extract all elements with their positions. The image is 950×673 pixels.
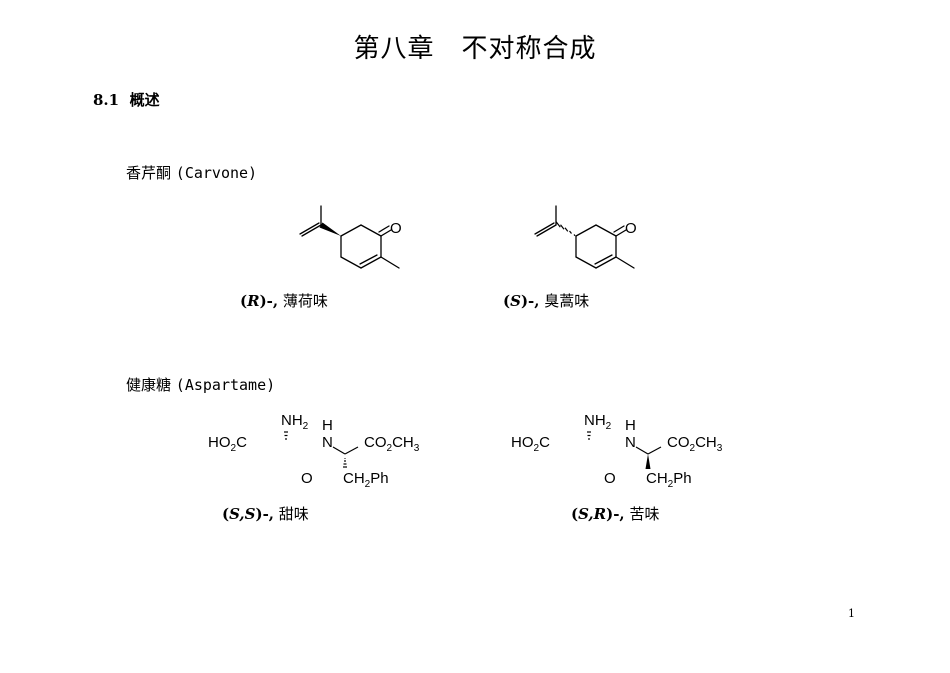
carvone-oxygen-label: O	[625, 220, 637, 237]
page-number: 1	[848, 607, 855, 620]
caption-paren-close: )-,	[520, 292, 540, 310]
caption-paren-open: (	[240, 292, 248, 310]
aspartame-name-cn: 健康糖	[126, 376, 172, 394]
svg-text:NH2: NH2	[584, 412, 612, 432]
svg-text:HO2C: HO2C	[208, 434, 247, 454]
svg-text:H: H	[322, 417, 333, 434]
svg-text:HO2C: HO2C	[511, 434, 550, 454]
caption-config-sr: S,R	[578, 505, 607, 523]
section-title: 概述	[129, 91, 160, 109]
r-carvone-structure: O	[299, 205, 402, 269]
s-carvone-caption: (S)-, 臭蒿味	[503, 290, 589, 311]
svg-text:CO2CH3: CO2CH3	[667, 434, 723, 454]
svg-text:N: N	[322, 434, 333, 451]
ss-aspartame-taste: 甜味	[278, 505, 309, 523]
svg-text:N: N	[625, 434, 636, 451]
carvone-name-cn: 香芹酮	[126, 164, 172, 182]
caption-paren-open: (	[222, 505, 230, 523]
r-carvone-taste: 薄荷味	[282, 292, 328, 310]
svg-text:H: H	[625, 417, 636, 434]
section-heading: 8.1 概述	[93, 89, 160, 110]
caption-paren-close: )-,	[259, 292, 279, 310]
section-number: 8.1	[93, 91, 120, 109]
s-carvone-taste: 臭蒿味	[544, 292, 590, 310]
ss-aspartame-caption: (S,S)-, 甜味	[222, 503, 309, 524]
caption-paren-open: (	[503, 292, 511, 310]
s-carvone-structure: O	[534, 205, 637, 269]
carvone-oxygen-label: O	[390, 220, 402, 237]
aspartame-heading: 健康糖 (Aspartame)	[126, 374, 275, 395]
aspartame-name-en: (Aspartame)	[175, 376, 276, 394]
caption-paren-close: )-,	[255, 505, 275, 523]
svg-text:NH2: NH2	[281, 412, 309, 432]
caption-paren-open: (	[571, 505, 579, 523]
caption-paren-close: )-,	[606, 505, 625, 523]
svg-text:CH2Ph: CH2Ph	[343, 470, 389, 490]
carvone-heading: 香芹酮 (Carvone)	[126, 162, 257, 183]
caption-config-s: S	[510, 292, 521, 310]
sr-aspartame-taste: 苦味	[629, 505, 660, 523]
sr-aspartame-caption: (S,R)-, 苦味	[571, 503, 659, 524]
r-carvone-caption: (R)-, 薄荷味	[240, 290, 328, 311]
svg-text:CO2CH3: CO2CH3	[364, 434, 420, 454]
chapter-title: 第八章 不对称合成	[353, 34, 597, 64]
svg-text:O: O	[604, 470, 616, 487]
svg-text:O: O	[301, 470, 313, 487]
caption-config-r: R	[247, 292, 260, 310]
carvone-name-en: (Carvone)	[175, 164, 258, 182]
svg-text:CH2Ph: CH2Ph	[646, 470, 692, 490]
ss-aspartame-structure: HO2C NH2 H N CO2CH3 O CH2Ph	[208, 412, 420, 490]
caption-config-ss: S,S	[229, 505, 256, 523]
sr-aspartame-structure: HO2C NH2 H N CO2CH3 O CH2Ph	[511, 412, 723, 490]
